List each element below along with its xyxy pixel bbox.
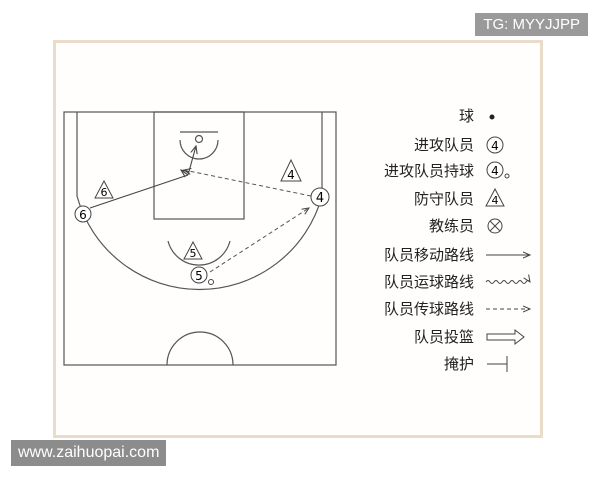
legend-offense-ball-number: 4: [491, 164, 499, 178]
court-boundary: [63, 111, 337, 366]
dribble-line-icon: [485, 281, 530, 284]
defense-symbol-icon: [485, 187, 505, 207]
legend-ball-small-icon: [504, 173, 510, 179]
cut-to-basket-line: [187, 146, 196, 176]
offense-with-ball-symbol-icon: [486, 161, 504, 179]
offense-left-number: 6: [79, 208, 87, 222]
defender-left: 6: [94, 179, 114, 199]
half-court: [63, 111, 337, 366]
legend-movement-label: 队员移动路线: [384, 246, 474, 264]
defender-right: 4: [280, 158, 302, 182]
legend-offense-ball-label: 进攻队员持球: [384, 162, 474, 180]
legend-offense-label: 进攻队员: [414, 136, 474, 154]
screen-symbol-icon: [487, 356, 508, 372]
pass-line-to-cutter: [184, 170, 312, 197]
legend-screen-label: 掩护: [444, 355, 474, 373]
watermark-telegram: TG: MYYJJPP: [475, 13, 588, 36]
defender-right-number: 4: [287, 168, 295, 182]
legend-ball-label: 球: [459, 107, 474, 125]
restricted-area-arc: [179, 139, 219, 160]
offense-player-left: 6: [74, 205, 92, 223]
pass-line-to-wing: [209, 208, 309, 273]
offense-symbol-icon: [486, 136, 504, 154]
legend-dribble-label: 队员运球路线: [384, 273, 474, 291]
legend-defense-label: 防守队员: [414, 190, 474, 208]
center-circle: [166, 331, 234, 366]
coach-symbol-icon: [487, 218, 503, 234]
offense-player-with-ball: 5: [190, 266, 214, 285]
three-point-line: [76, 112, 323, 291]
basket: [194, 134, 204, 144]
defender-center-number: 5: [190, 247, 197, 260]
defender-center: 5: [183, 240, 203, 260]
ball-symbol-icon: [489, 114, 495, 120]
legend-defense-number: 4: [492, 194, 499, 207]
offense-bottom-number: 5: [195, 269, 203, 283]
defender-left-number: 6: [101, 186, 108, 199]
player-movement-line: [89, 174, 189, 209]
legend: 球 进攻队员 4 进攻队员持球 4 防守队员 4 教练员 队员移动路线 队员运球…: [384, 107, 530, 373]
play-lines: [89, 146, 312, 273]
watermark-website: www.zaihuopai.com: [11, 440, 167, 466]
free-throw-circle: [167, 240, 231, 266]
shot-arrow-icon: [486, 328, 525, 346]
offense-right-number: 4: [316, 191, 324, 206]
free-throw-lane: [153, 111, 245, 220]
legend-offense-number: 4: [491, 139, 499, 153]
legend-shot-label: 队员投篮: [414, 328, 474, 346]
offense-player-right: 4: [310, 187, 330, 207]
ball-icon: [208, 279, 214, 285]
diagram-frame: [53, 40, 543, 438]
legend-pass-label: 队员传球路线: [384, 300, 474, 318]
legend-coach-label: 教练员: [429, 217, 474, 235]
